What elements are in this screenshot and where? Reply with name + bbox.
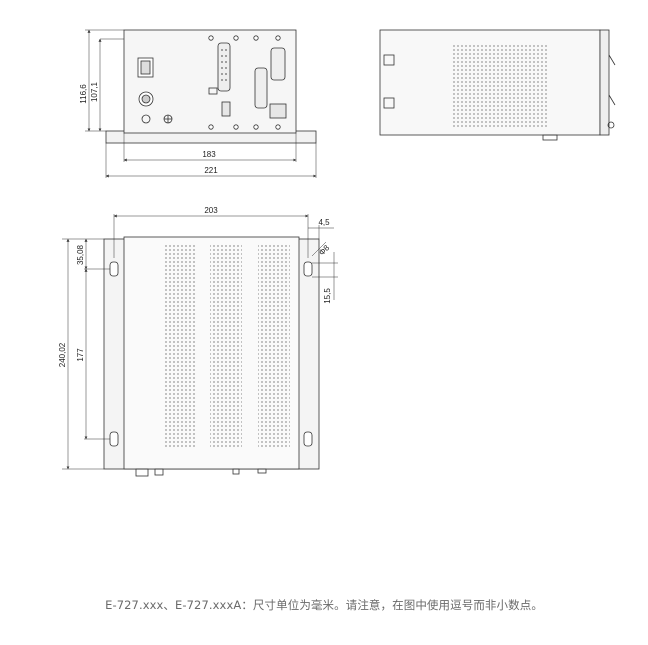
mount-slot-bottom (383, 97, 395, 109)
usb-port-icon (221, 101, 231, 117)
top-view (103, 236, 320, 477)
front-view-dimensions (85, 29, 317, 178)
top-vent-1 (163, 243, 195, 448)
network-port-icon (269, 103, 287, 119)
dsub-connector-a-icon (217, 42, 231, 92)
dim-height-inner: 107,1 (90, 81, 99, 102)
dim-top-offset: 35,08 (76, 244, 85, 265)
caption-note: E-727.xxx、E-727.xxxA：尺寸单位为毫米。请注意，在图中使用逗号… (105, 598, 543, 612)
dsub-connector-c-icon (270, 47, 286, 81)
dim-width-inner: 183 (202, 150, 216, 159)
top-vent-2 (210, 243, 242, 448)
dim-height-outer: 116,6 (79, 84, 88, 104)
slot-bottom-right (303, 431, 313, 447)
mount-slot-top (383, 54, 395, 66)
slot-top-left (109, 261, 119, 277)
top-vent-3 (258, 243, 290, 448)
side-view (379, 29, 616, 141)
front-view (105, 29, 317, 144)
dim-edge-offset: 4,5 (318, 218, 330, 227)
dim-width-outer: 221 (204, 166, 218, 175)
dim-hole-spacing: 15,5 (323, 288, 332, 304)
dim-top-width: 203 (204, 206, 218, 215)
slot-bottom-left (109, 431, 119, 447)
dim-depth-total: 240,02 (58, 342, 67, 367)
slot-top-right (303, 261, 313, 277)
side-vent-grille (452, 44, 547, 128)
top-view-dimensions (62, 214, 338, 470)
ground-terminal-icon (141, 114, 151, 124)
dsub-connector-b-icon (254, 67, 268, 109)
dim-mount-spacing: 177 (76, 348, 85, 362)
